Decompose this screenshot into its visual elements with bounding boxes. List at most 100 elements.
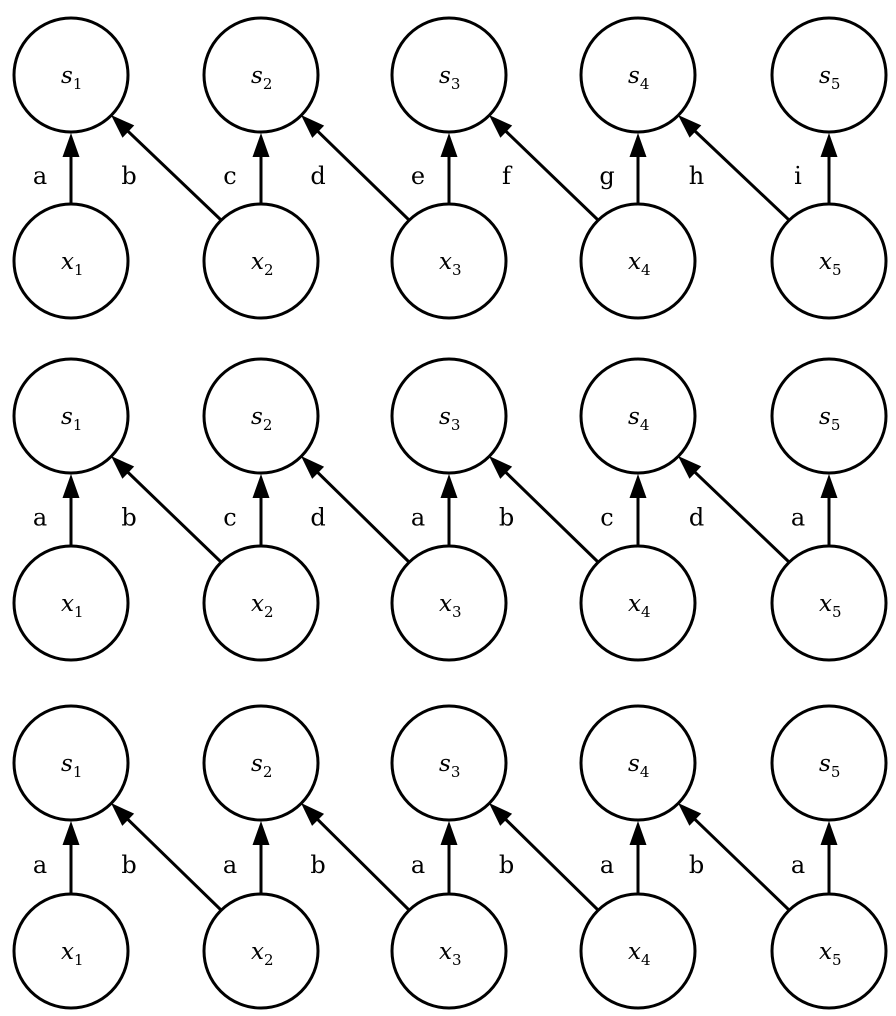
arrowhead-icon: [678, 456, 702, 479]
hidden-state-node: s4: [579, 704, 697, 822]
edge-label: a: [791, 504, 805, 532]
edge-label: c: [223, 162, 236, 190]
edge-label: a: [223, 851, 237, 879]
node-circle: [390, 202, 508, 320]
node-label: s2: [251, 751, 272, 781]
edge-label: a: [33, 162, 47, 190]
arrowhead-icon: [440, 821, 458, 845]
input-node: x2: [202, 544, 320, 662]
node-circle: [390, 892, 508, 1010]
node-label: x4: [628, 591, 651, 621]
hidden-state-node: s4: [579, 357, 697, 475]
node-label: s4: [628, 63, 649, 93]
node-circle: [202, 892, 320, 1010]
node-label: x2: [251, 591, 274, 621]
node-circle: [390, 357, 508, 475]
node-circle: [579, 202, 697, 320]
hidden-state-node: s2: [202, 16, 320, 134]
edge-label: d: [310, 504, 325, 532]
node-label: x1: [61, 939, 84, 969]
hidden-state-node: s4: [579, 16, 697, 134]
node-circle: [202, 704, 320, 822]
arrowhead-icon: [489, 456, 513, 479]
node-label: x3: [439, 591, 462, 621]
hidden-state-node: s1: [12, 16, 130, 134]
node-label: x5: [819, 939, 842, 969]
node-label: x4: [628, 249, 651, 279]
diagonal-edge-line: [315, 470, 411, 564]
edge-label: b: [310, 851, 325, 879]
edge-label: b: [121, 504, 136, 532]
node-label: x3: [439, 249, 462, 279]
arrowhead-icon: [252, 133, 270, 157]
node-circle: [770, 892, 888, 1010]
node-label: s5: [819, 63, 840, 93]
diagonal-edge-line: [125, 817, 223, 912]
input-node: x1: [12, 202, 130, 320]
node-label: s4: [628, 404, 649, 434]
diagonal-edge-line: [692, 817, 791, 912]
arrowhead-icon: [62, 133, 80, 157]
diagonal-edge-line: [315, 817, 411, 912]
diagonal-edge-line: [692, 129, 791, 222]
arrowhead-icon: [820, 821, 838, 845]
arrowhead-icon: [252, 474, 270, 498]
input-node: x1: [12, 892, 130, 1010]
node-circle: [12, 892, 130, 1010]
node-label: x1: [61, 249, 84, 279]
arrowhead-icon: [62, 474, 80, 498]
arrowhead-icon: [440, 474, 458, 498]
input-node: x3: [390, 202, 508, 320]
hidden-state-node: s3: [390, 16, 508, 134]
node-label: s5: [819, 404, 840, 434]
node-label: x3: [439, 939, 462, 969]
hidden-state-node: s5: [770, 357, 888, 475]
node-circle: [202, 544, 320, 662]
arrowhead-icon: [629, 474, 647, 498]
edge-label: a: [411, 504, 425, 532]
arrowhead-icon: [629, 133, 647, 157]
hidden-state-node: s1: [12, 704, 130, 822]
edge-label: g: [599, 162, 614, 190]
node-label: x1: [61, 591, 84, 621]
node-circle: [390, 704, 508, 822]
node-label: s1: [61, 404, 82, 434]
node-circle: [202, 357, 320, 475]
input-node: x4: [579, 202, 697, 320]
node-circle: [579, 544, 697, 662]
diagonal-edge-line: [503, 129, 600, 222]
edge-label: b: [121, 162, 136, 190]
diagonal-edge-line: [125, 129, 223, 222]
node-circle: [12, 357, 130, 475]
node-circle: [770, 704, 888, 822]
edge-label: b: [121, 851, 136, 879]
edge-label: c: [223, 504, 236, 532]
input-node: x5: [770, 892, 888, 1010]
edge-label: d: [310, 162, 325, 190]
hidden-state-node: s3: [390, 357, 508, 475]
arrowhead-icon: [111, 456, 135, 479]
node-label: s2: [251, 404, 272, 434]
hidden-state-node: s2: [202, 357, 320, 475]
node-label: s2: [251, 63, 272, 93]
edge-label: i: [794, 162, 802, 190]
hidden-state-node: s2: [202, 704, 320, 822]
node-circle: [579, 892, 697, 1010]
arrowhead-icon: [301, 456, 325, 479]
diagonal-edge-line: [315, 129, 411, 222]
node-circle: [202, 16, 320, 134]
node-circle: [770, 202, 888, 320]
arrowhead-icon: [111, 803, 135, 826]
node-label: x4: [628, 939, 651, 969]
edge-label: d: [689, 504, 704, 532]
diagonal-edge-line: [692, 470, 791, 564]
node-circle: [770, 544, 888, 662]
hidden-state-node: s1: [12, 357, 130, 475]
input-node: x5: [770, 544, 888, 662]
input-node: x2: [202, 892, 320, 1010]
diagonal-edge-line: [125, 470, 223, 564]
node-label: x5: [819, 249, 842, 279]
